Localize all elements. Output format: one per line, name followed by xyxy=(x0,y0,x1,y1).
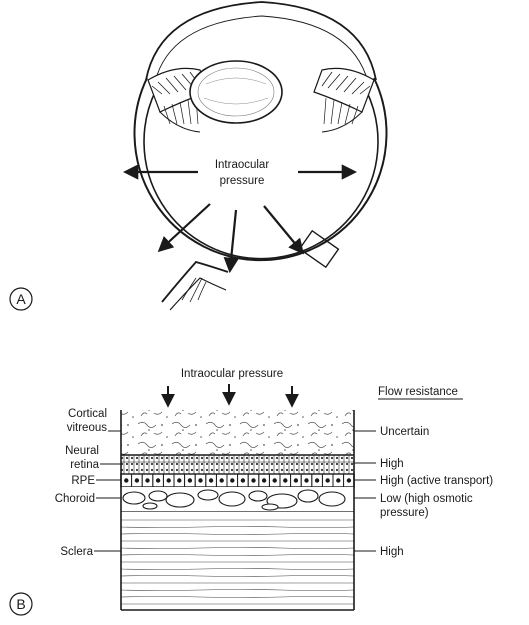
sclera-fibers xyxy=(120,519,355,605)
layer-name-retina-line2: retina xyxy=(70,459,99,471)
choroid-vessel xyxy=(297,489,319,503)
rpe-nucleus xyxy=(187,478,193,483)
resistance-sclera: High xyxy=(380,546,404,558)
sclera-fiber xyxy=(120,589,355,591)
rpe-nucleus xyxy=(134,478,140,483)
rpe-nucleus xyxy=(145,478,150,483)
pressure-arrow xyxy=(263,205,304,255)
pressure-arrow xyxy=(223,209,239,274)
choroid-vessel xyxy=(165,492,195,508)
layer-name-vitreous: Cortical xyxy=(68,408,107,420)
pressure-arrows xyxy=(122,164,358,274)
retina-layer xyxy=(121,455,354,474)
pressure-arrow xyxy=(157,203,211,253)
choroid-vessel xyxy=(148,490,168,502)
resistance-retina: High xyxy=(380,458,404,470)
panel-a-letter: A xyxy=(16,291,26,307)
choroid-vessels xyxy=(122,489,346,511)
sclera-fiber xyxy=(120,547,355,549)
lens xyxy=(189,60,283,124)
rpe-nucleus xyxy=(166,478,171,483)
magnified-region-box xyxy=(298,229,340,269)
rpe-nucleus xyxy=(336,478,341,483)
rpe-nucleus xyxy=(261,478,267,483)
resistance-rpe: High (active transport) xyxy=(380,475,493,487)
sclera-fiber xyxy=(120,596,355,598)
choroid-vessel xyxy=(261,503,279,511)
rpe-nucleus xyxy=(240,478,246,483)
panel-a-badge xyxy=(9,287,33,311)
layer-name-vitreous-line2: vitreous xyxy=(67,422,108,434)
rpe-nucleus xyxy=(155,478,161,483)
intraocular-pressure-label-a: Intraocular xyxy=(215,159,270,171)
rpe-nucleus xyxy=(325,478,330,483)
rpe-nucleus xyxy=(124,478,129,483)
optic-nerve xyxy=(161,260,229,311)
rpe-nucleus xyxy=(198,478,203,483)
sclera-fiber xyxy=(120,568,355,570)
choroid-vessel xyxy=(142,502,158,510)
rpe-nucleus xyxy=(219,478,224,483)
resistance-choroid: Low (high osmotic xyxy=(380,493,473,505)
sclera-fiber xyxy=(120,526,355,528)
resistance-choroid-line2: pressure) xyxy=(380,507,429,519)
panel-a: Intraocular pressure A xyxy=(9,1,388,311)
rpe-nucleus xyxy=(208,478,214,483)
globe-outer-wall xyxy=(133,77,388,262)
rpe-nucleus xyxy=(293,478,299,483)
sclera-layer xyxy=(121,512,354,610)
cornea xyxy=(145,1,377,81)
choroid-vessel xyxy=(318,491,346,507)
panel-b-badge xyxy=(9,592,33,616)
layer-name-retina: Neural xyxy=(65,445,99,457)
layer-name-choroid: Choroid xyxy=(55,493,95,505)
vitreous-layer xyxy=(121,410,354,455)
tissue-block xyxy=(120,410,355,611)
rpe-cells xyxy=(120,473,355,488)
layer-name-rpe: RPE xyxy=(71,475,95,487)
rpe-nucleus xyxy=(283,478,288,483)
pressure-arrows-b xyxy=(161,384,299,408)
globe-inner-wall xyxy=(143,89,379,260)
sclera-fiber xyxy=(120,554,355,556)
rpe-nucleus xyxy=(251,478,256,483)
panel-b-letter: B xyxy=(16,596,25,612)
resistance-vitreous: Uncertain xyxy=(380,426,429,438)
intraocular-pressure-label-a-line2: pressure xyxy=(220,175,265,187)
choroid-vessel xyxy=(248,490,268,502)
rpe-nucleus xyxy=(346,478,352,483)
ciliary-body-right xyxy=(313,67,375,133)
rpe-nucleus xyxy=(304,478,309,483)
choroid-vessel xyxy=(197,489,219,501)
intraocular-pressure-label-b: Intraocular pressure xyxy=(181,368,283,380)
sclera-fiber xyxy=(120,533,355,535)
rpe-nucleus xyxy=(230,478,235,483)
rpe-nucleus xyxy=(272,478,277,483)
choroid-vessel xyxy=(122,491,146,505)
layer-name-sclera: Sclera xyxy=(60,546,93,558)
sclera-fiber xyxy=(120,575,355,577)
rpe-nucleus xyxy=(177,478,182,483)
choroid-vessel xyxy=(218,491,246,507)
panel-b: Intraocular pressure Flow resistance xyxy=(9,368,493,616)
flow-resistance-header: Flow resistance xyxy=(378,386,458,398)
rpe-nucleus xyxy=(314,478,320,483)
